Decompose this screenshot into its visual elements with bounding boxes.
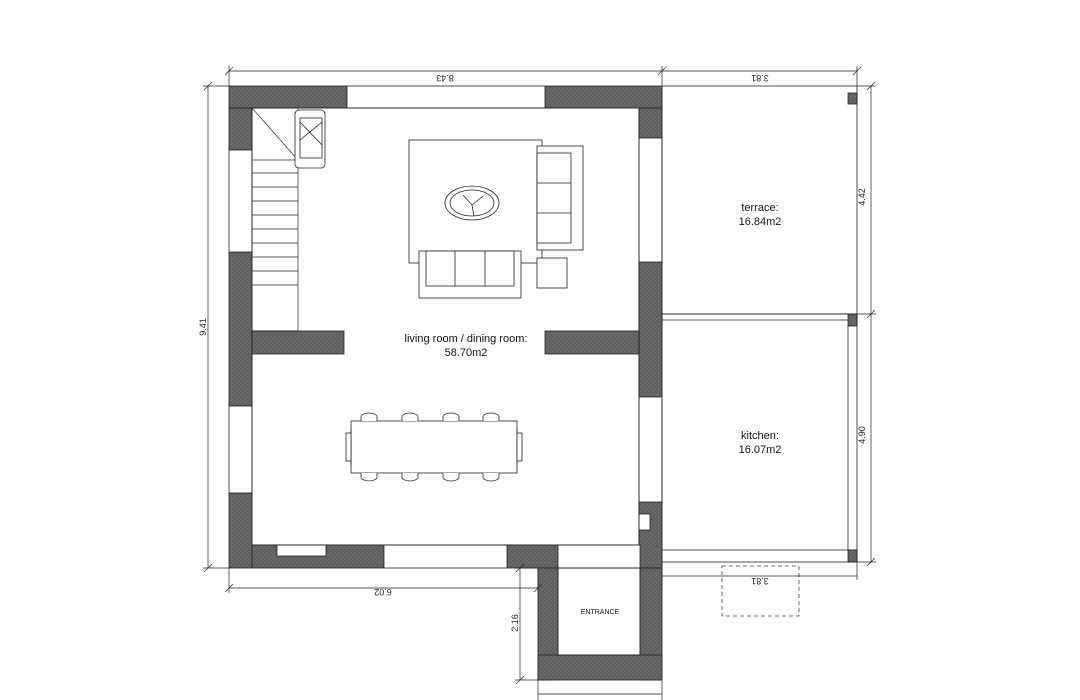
- terrace-area: [661, 85, 858, 315]
- dining-table: [350, 420, 518, 474]
- window-top: [346, 85, 546, 109]
- column-mid: [847, 313, 858, 327]
- dim-top-main: 8.43: [436, 73, 454, 83]
- living-room-area: 58.70m2: [445, 347, 488, 359]
- dim-bottom-main: 6.02: [374, 587, 392, 597]
- chairs-bottom: [360, 473, 500, 482]
- openings: [228, 85, 663, 569]
- dim-left-height: 9.41: [198, 318, 208, 336]
- radiator-bottom: [276, 544, 327, 557]
- terrace-area-value: 16.84m2: [739, 216, 782, 228]
- staircase: [251, 107, 299, 332]
- kitchen-name: kitchen:: [741, 430, 779, 442]
- dim-top-terrace: 3.81: [751, 73, 769, 83]
- window-right-upper: [638, 137, 663, 263]
- partition-right: [544, 330, 640, 355]
- entrance-room: [557, 567, 641, 656]
- window-left-upper: [228, 149, 253, 253]
- chairs-top: [360, 412, 500, 421]
- wall-top-right: [544, 85, 663, 109]
- entrance-door: [557, 544, 641, 569]
- terrace-name: terrace:: [741, 202, 778, 214]
- dim-right-terrace: 4.42: [857, 188, 867, 206]
- dim-entrance-depth: 2.16: [510, 614, 520, 632]
- kitchen-area: [661, 313, 858, 563]
- wall-left-upper: [228, 107, 253, 151]
- living-room-name: living room / dining room:: [405, 333, 528, 345]
- dining-set: [345, 412, 523, 482]
- wall-right-mid: [638, 261, 663, 398]
- kitchen-area-value: 16.07m2: [739, 444, 782, 456]
- dim-right-kitchen: 4.90: [857, 426, 867, 444]
- dimension-lines: [203, 66, 876, 700]
- column-terrace: [847, 92, 858, 105]
- wall-left-lower: [228, 492, 253, 569]
- radiator-right: [638, 513, 651, 531]
- entrance-name: ENTRANCE: [581, 609, 620, 616]
- entrance-wall-bottom: [537, 654, 663, 681]
- outdoor-step: [721, 565, 800, 617]
- living-furniture: [408, 139, 584, 299]
- column-bottom: [847, 549, 858, 563]
- partition-left: [251, 330, 345, 355]
- wall-right-upper: [638, 107, 663, 139]
- armchair: [294, 109, 326, 169]
- side-table: [536, 257, 568, 289]
- window-right-lower: [638, 396, 663, 503]
- window-left-lower: [228, 405, 253, 494]
- wall-left-mid: [228, 251, 253, 407]
- wall-right-lower: [638, 501, 663, 569]
- window-bottom: [383, 544, 508, 569]
- dim-bottom-kitchen: 3.81: [751, 576, 769, 586]
- wall-top-left: [228, 85, 348, 109]
